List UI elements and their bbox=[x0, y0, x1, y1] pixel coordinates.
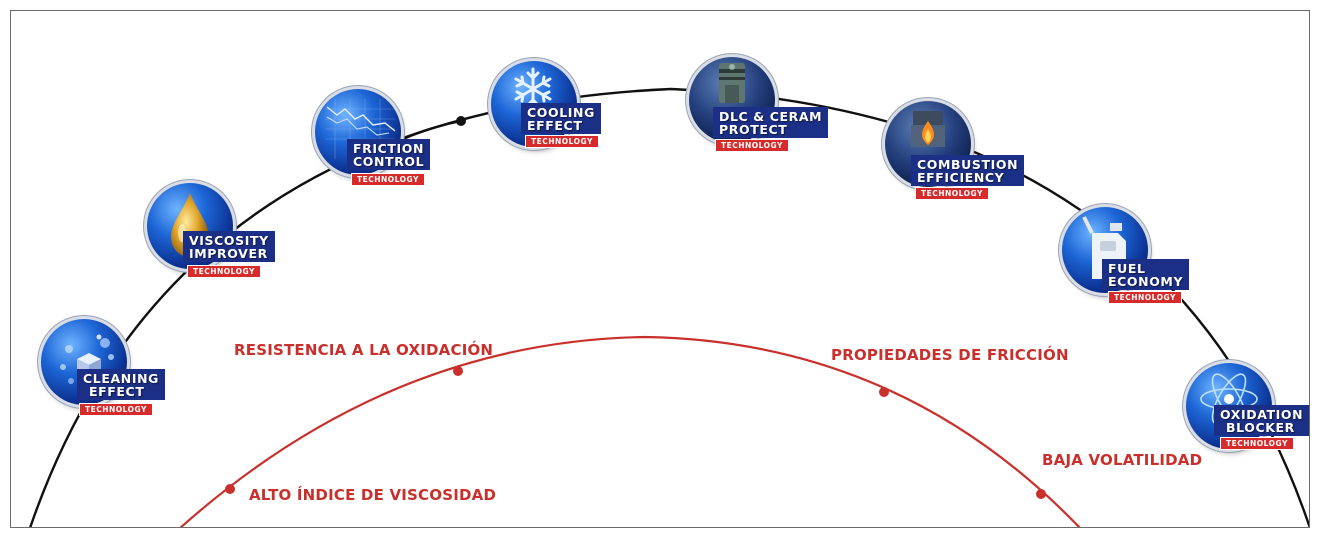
property-baja-volatilidad: BAJA VOLATILIDAD bbox=[1042, 451, 1203, 469]
piston-icon bbox=[719, 63, 745, 103]
friction-label: FRICTION CONTROL bbox=[347, 139, 431, 170]
friction-label-line1: FRICTION bbox=[353, 141, 425, 156]
viscosity-label-line2: IMPROVER bbox=[189, 246, 268, 261]
flame-piston-icon bbox=[911, 111, 945, 147]
property-alto-indice: ALTO ÍNDICE DE VISCOSIDAD bbox=[249, 486, 497, 504]
diagram-frame: RESISTENCIA A LA OXIDACIÓN PROPIEDADES D… bbox=[10, 10, 1310, 528]
dlc-tech-badge: TECHNOLOGY bbox=[715, 139, 789, 152]
oxidation-tech-badge: TECHNOLOGY bbox=[1220, 437, 1294, 450]
cleaning-tech-badge: TECHNOLOGY bbox=[79, 403, 153, 416]
fuel-label: FUEL ECONOMY bbox=[1102, 259, 1190, 290]
friction-connector-dot bbox=[456, 116, 466, 126]
oxidation-label-line1: OXIDATION bbox=[1220, 407, 1304, 422]
friction-tech-badge: TECHNOLOGY bbox=[351, 173, 425, 186]
inner-arc-dot-propiedades bbox=[879, 387, 889, 397]
inner-arc-dot-baja bbox=[1036, 489, 1046, 499]
fuel-label-line2: ECONOMY bbox=[1108, 274, 1184, 289]
viscosity-tech-badge: TECHNOLOGY bbox=[187, 265, 261, 278]
inner-arc-dot-resistencia bbox=[453, 366, 463, 376]
cooling-label: COOLING EFFECT bbox=[521, 103, 601, 134]
property-propiedades: PROPIEDADES DE FRICCIÓN bbox=[831, 346, 1069, 364]
dlc-label: DLC & CERAM PROTECT bbox=[713, 107, 829, 138]
viscosity-label: VISCOSITY IMPROVER bbox=[183, 231, 275, 262]
combustion-tech-badge: TECHNOLOGY bbox=[915, 187, 989, 200]
cooling-label-line1: COOLING bbox=[527, 105, 595, 120]
oxidation-label: OXIDATION BLOCKER bbox=[1214, 405, 1309, 436]
arcs-layer bbox=[29, 87, 1309, 527]
property-resistencia: RESISTENCIA A LA OXIDACIÓN bbox=[234, 341, 494, 359]
friction-label-line2: CONTROL bbox=[353, 154, 425, 169]
fuel-tech-badge: TECHNOLOGY bbox=[1108, 291, 1182, 304]
friction-connector bbox=[402, 119, 462, 141]
outer-arc bbox=[29, 87, 1309, 527]
dlc-label-line2: PROTECT bbox=[719, 122, 788, 137]
cleaning-label-line2: EFFECT bbox=[89, 384, 145, 399]
viscosity-label-line1: VISCOSITY bbox=[189, 233, 269, 248]
combustion-label-line2: EFFICIENCY bbox=[917, 170, 1005, 185]
combustion-label: COMBUSTION EFFICIENCY bbox=[911, 155, 1025, 186]
cleaning-label-line1: CLEANING bbox=[83, 371, 159, 386]
cooling-tech-badge: TECHNOLOGY bbox=[525, 135, 599, 148]
cooling-label-line2: EFFECT bbox=[527, 118, 583, 133]
cleaning-label: CLEANING EFFECT bbox=[77, 369, 165, 400]
inner-arc-dot-alto bbox=[225, 484, 235, 494]
fuel-label-line1: FUEL bbox=[1108, 261, 1146, 276]
inner-arc bbox=[179, 335, 1081, 527]
dlc-label-line1: DLC & CERAM bbox=[719, 109, 823, 124]
combustion-label-line1: COMBUSTION bbox=[917, 157, 1019, 172]
oxidation-label-line2: BLOCKER bbox=[1226, 420, 1295, 435]
